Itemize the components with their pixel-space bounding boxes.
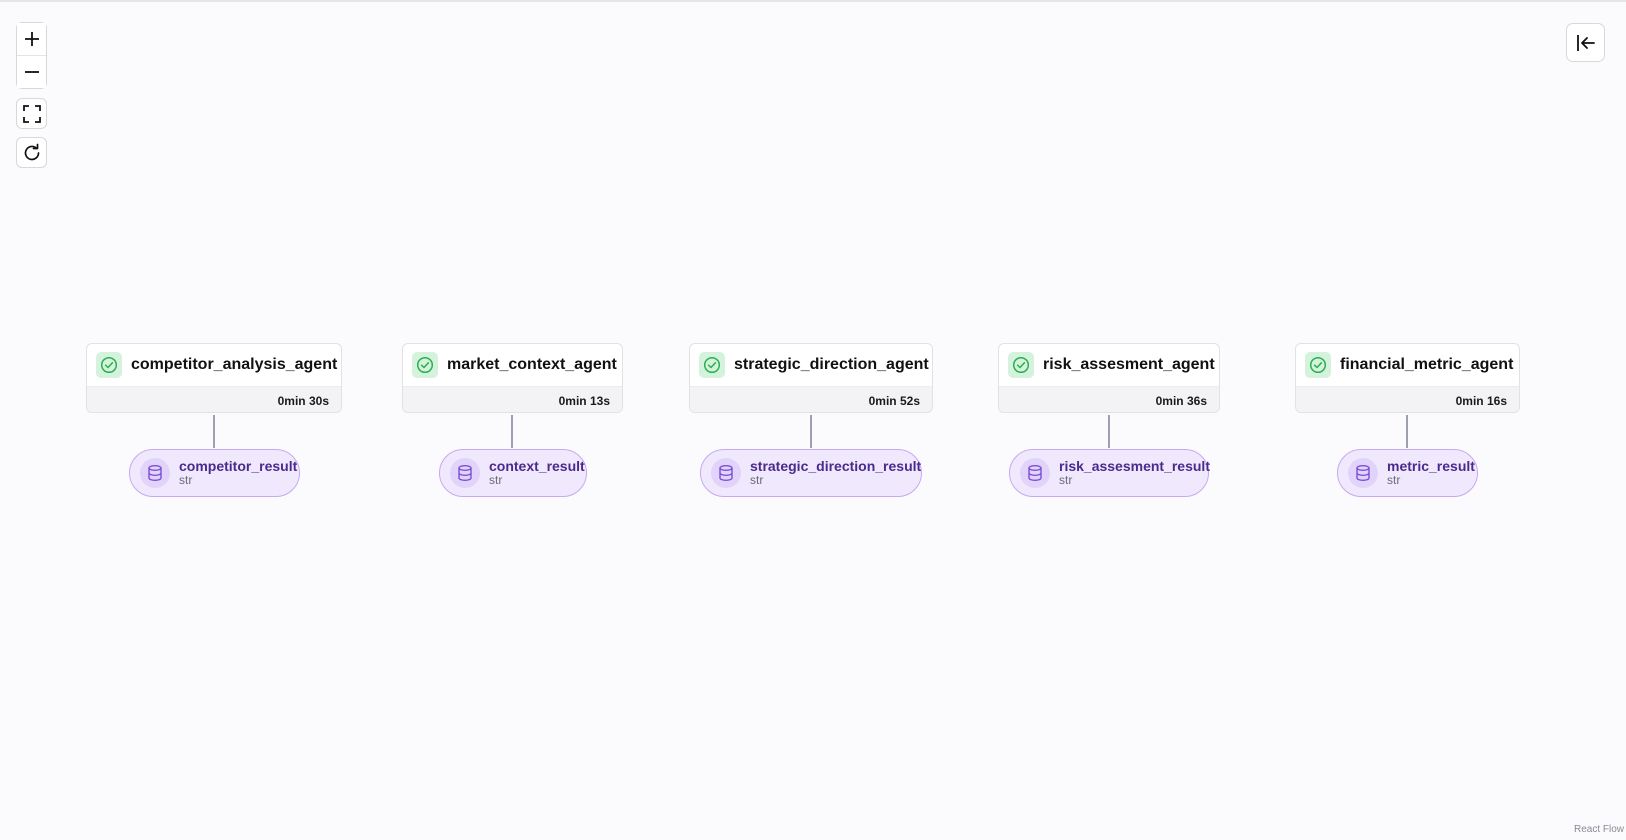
refresh-button[interactable] [16,137,47,168]
result-name: competitor_result [179,458,298,475]
agent-name: market_context_agent [447,356,617,373]
react-flow-attribution[interactable]: React Flow [1573,824,1624,835]
result-type: str [1059,473,1073,488]
agent-duration: 0min 16s [1455,393,1507,408]
plus-icon [24,32,39,46]
result-type: str [179,473,193,488]
arrow-left-to-line-icon [1576,34,1595,51]
check-circle-icon [703,356,721,374]
result-node[interactable]: strategic_direction_result str [700,449,922,497]
result-name: context_result [489,458,585,475]
top-border [0,0,1626,2]
result-type: str [1387,473,1401,488]
result-name: risk_assesment_result [1059,458,1210,475]
check-circle-icon [1012,356,1030,374]
success-status [699,352,725,378]
minus-icon [24,71,39,73]
database-icon [458,465,472,482]
zoom-in-button[interactable] [17,23,46,55]
database-icon [719,465,733,482]
zoom-out-button[interactable] [17,55,46,88]
result-node[interactable]: context_result str [439,449,587,497]
success-status [412,352,438,378]
agent-node[interactable]: strategic_direction_agent 0min 52s [689,343,933,413]
edge [810,415,812,448]
success-status [1008,352,1034,378]
agent-name: competitor_analysis_agent [131,356,338,373]
agent-node[interactable]: risk_assesment_agent 0min 36s [998,343,1220,413]
edge [213,415,215,448]
agent-node[interactable]: market_context_agent 0min 13s [402,343,623,413]
collapse-panel-button[interactable] [1566,23,1605,62]
agent-duration: 0min 30s [277,393,329,408]
edge [1108,415,1110,448]
success-status [96,352,122,378]
result-type: str [750,473,764,488]
refresh-icon [24,143,39,160]
fit-view-button[interactable] [16,98,47,129]
agent-duration: 0min 13s [558,393,610,408]
zoom-controls [16,22,47,89]
result-node[interactable]: metric_result str [1337,449,1478,497]
result-node[interactable]: risk_assesment_result str [1009,449,1210,497]
database-icon [1028,465,1042,482]
agent-duration: 0min 52s [868,393,920,408]
fullscreen-icon [22,104,41,123]
check-circle-icon [1309,356,1327,374]
result-type: str [489,473,503,488]
result-node[interactable]: competitor_result str [129,449,300,497]
check-circle-icon [100,356,118,374]
agent-duration: 0min 36s [1155,393,1207,408]
success-status [1305,352,1331,378]
check-circle-icon [416,356,434,374]
agent-name: financial_metric_agent [1340,356,1514,373]
result-name: strategic_direction_result [750,458,922,475]
edge [1406,415,1408,448]
database-icon [148,465,162,482]
database-icon [1356,465,1370,482]
edge [511,415,513,448]
agent-name: risk_assesment_agent [1043,356,1215,373]
agent-name: strategic_direction_agent [734,356,929,373]
agent-node[interactable]: financial_metric_agent 0min 16s [1295,343,1520,413]
agent-node[interactable]: competitor_analysis_agent 0min 30s [86,343,342,413]
result-name: metric_result [1387,458,1475,475]
